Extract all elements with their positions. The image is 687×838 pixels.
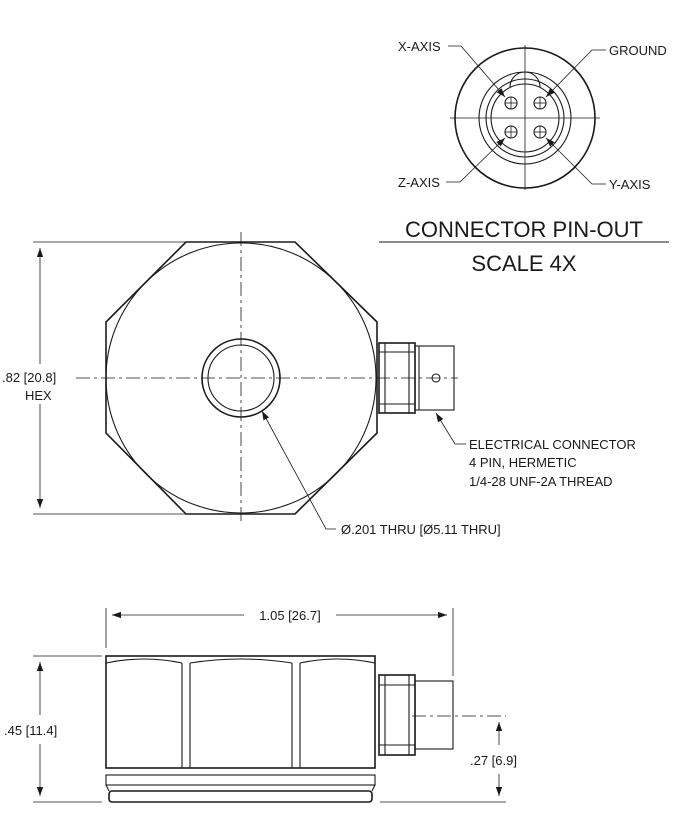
side-view: 1.05 [26.7] .45 [11.4] .27 [6.9] (4, 608, 517, 803)
pinout-title: CONNECTOR PIN-OUT (405, 217, 643, 242)
leader-ground (545, 49, 606, 98)
leader-z-axis (446, 137, 506, 183)
connector-body (414, 345, 455, 411)
side-body-outline (105, 655, 376, 769)
side-connector-nut (378, 674, 416, 756)
hex-flat-arc-3 (299, 658, 376, 664)
hex-flat-arc-2 (189, 658, 293, 664)
pinout-scale: SCALE 4X (471, 251, 576, 276)
label-y-axis: Y-AXIS (609, 177, 651, 192)
label-x-axis: X-AXIS (398, 39, 441, 54)
label-ground: GROUND (609, 43, 667, 58)
leader-electrical-connector (435, 412, 466, 445)
connector-note-line2: 4 PIN, HERMETIC (469, 455, 577, 470)
connector-pinout-view: X-AXIS GROUND Z-AXIS Y-AXIS CONNECTOR PI… (379, 39, 669, 276)
top-view: .82 [20.8] HEX ELECTRICAL CONNECTOR 4 PI… (2, 232, 636, 537)
leader-x-axis (448, 45, 506, 98)
connector-note-line3: 1/4-28 UNF-2A THREAD (469, 474, 613, 489)
pin-ground (533, 96, 547, 110)
side-view-connector (378, 674, 454, 756)
connector-height-dimension: .27 [6.9] (470, 753, 517, 768)
side-connector-body (414, 680, 454, 750)
leader-y-axis (545, 137, 606, 185)
hex-flat-arc-1 (105, 658, 183, 664)
connector-note-line1: ELECTRICAL CONNECTOR (469, 437, 636, 452)
through-hole-dimension: Ø.201 THRU [Ø5.11 THRU] (341, 522, 501, 537)
side-base-band (105, 774, 376, 786)
pin-y (533, 125, 547, 139)
top-view-connector (378, 342, 455, 414)
hex-body-outline (105, 241, 378, 515)
pin-x (504, 96, 518, 110)
length-dimension: 1.05 [26.7] (259, 608, 320, 623)
label-z-axis: Z-AXIS (398, 175, 440, 190)
side-base-flange (108, 790, 373, 803)
leader-through-hole (261, 410, 336, 530)
pin-z (504, 125, 518, 139)
height-dimension: .45 [11.4] (4, 723, 57, 738)
hex-dimension: .82 [20.8] (2, 370, 56, 385)
hex-label: HEX (25, 388, 52, 403)
connector-key (431, 373, 441, 383)
